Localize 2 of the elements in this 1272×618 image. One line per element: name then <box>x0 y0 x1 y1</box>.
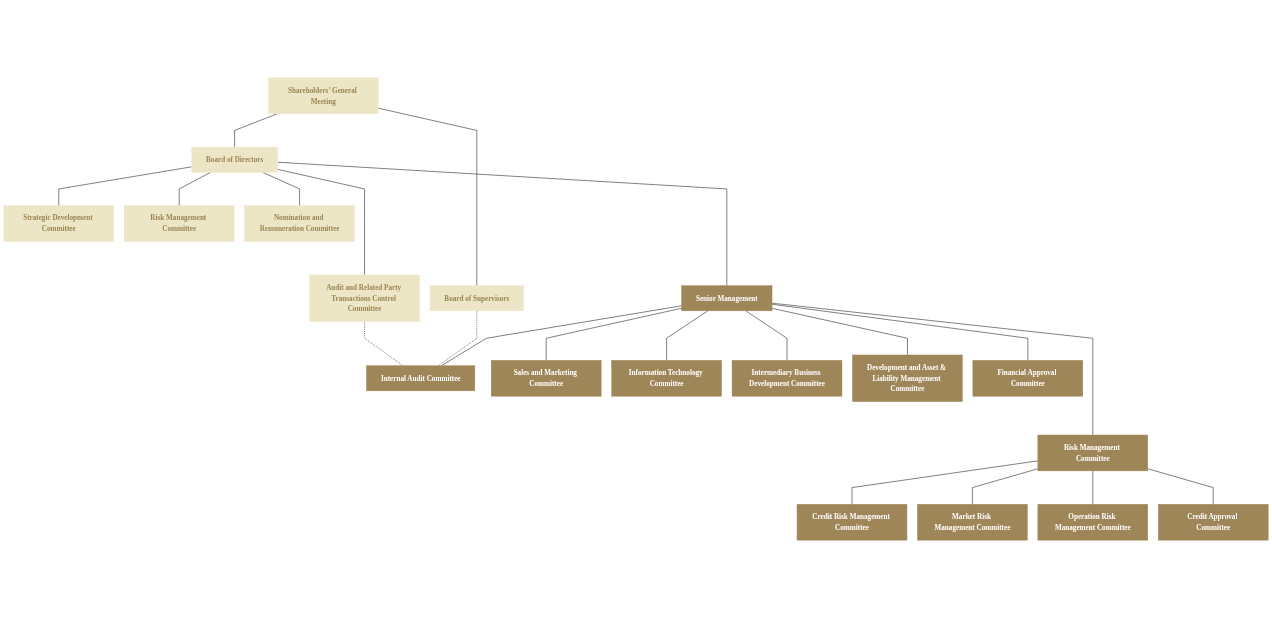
connector <box>277 169 365 276</box>
connector <box>851 460 1039 505</box>
